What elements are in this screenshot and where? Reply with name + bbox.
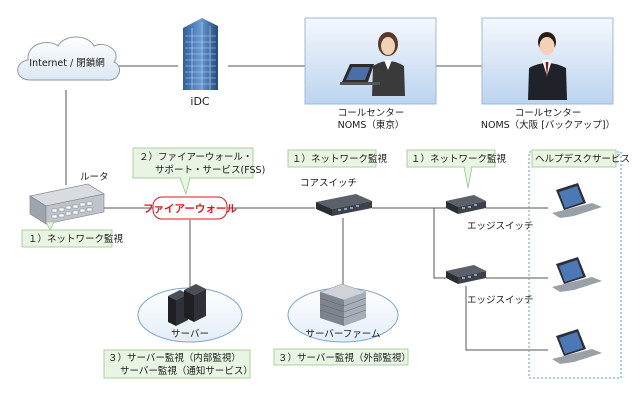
callout-fss-line2: サポート・サービス(FSS) bbox=[155, 165, 265, 176]
server-farm-group: サーバーファーム bbox=[287, 283, 399, 343]
callcenter-osaka-panel bbox=[481, 17, 614, 105]
callout-farm-monitor-text: ３）サーバー監視（外部監視） bbox=[278, 352, 411, 364]
operator-male-icon bbox=[528, 32, 567, 100]
callout-fss: ２）ファイアーウォール・ サポート・サービス(FSS) bbox=[132, 147, 265, 196]
callcenter-osaka-line2: NOMS（大阪 [バックアップ]） bbox=[481, 119, 615, 131]
connection-lines bbox=[65, 65, 548, 351]
firewall-node: ファイアーウォール bbox=[143, 196, 237, 220]
idc-building-icon bbox=[183, 18, 218, 90]
callout-server-monitor-line2: サーバー監視（通知サービス） bbox=[120, 365, 253, 377]
line-edge2-laptop3 bbox=[465, 286, 548, 351]
server-label: サーバー bbox=[171, 329, 209, 340]
server-farm-icon bbox=[319, 283, 367, 326]
callcenter-osaka-line1: コールセンター bbox=[515, 108, 582, 119]
callcenter-tokyo-panel bbox=[304, 17, 437, 105]
router-label: ルータ bbox=[80, 172, 109, 183]
callout-router-monitor: １）ネットワーク監視 bbox=[21, 221, 124, 248]
callcenter-tokyo-line2: NOMS（東京） bbox=[338, 119, 405, 131]
callout-core-monitor-text: １）ネットワーク監視 bbox=[292, 153, 388, 165]
laptop-icon bbox=[552, 329, 602, 364]
internet-cloud: Internet / 閉鎖網 bbox=[17, 36, 121, 81]
edge-switch-bottom-label: エッジスイッチ bbox=[467, 295, 534, 306]
callout-edge-monitor: １）ネットワーク監視 bbox=[406, 149, 507, 189]
firewall-label: ファイアーウォール bbox=[143, 203, 237, 215]
server-farm-label: サーバーファーム bbox=[305, 329, 380, 340]
helpdesk-label: ヘルプデスクサービス bbox=[535, 153, 630, 165]
callcenter-tokyo-line1: コールセンター bbox=[338, 108, 405, 119]
callout-fss-line1: ２）ファイアーウォール・ bbox=[139, 151, 252, 163]
callout-server-monitor: ３）サーバー監視（内部監視） サーバー監視（通知サービス） bbox=[103, 349, 253, 379]
edge-switch-top-label: エッジスイッチ bbox=[467, 221, 534, 232]
callout-core-monitor: １）ネットワーク監視 bbox=[287, 149, 388, 168]
helpdesk-zone: ヘルプデスクサービス bbox=[528, 149, 630, 379]
operator-female-icon bbox=[340, 32, 405, 96]
callout-server-monitor-line1: ３）サーバー監視（内部監視） bbox=[108, 352, 241, 364]
internet-label: Internet / 閉鎖網 bbox=[29, 57, 104, 69]
server-rack-icon bbox=[168, 284, 206, 326]
edge-switch-top-icon bbox=[446, 195, 486, 214]
callout-farm-monitor: ３）サーバー監視（外部監視） bbox=[273, 348, 411, 366]
server-group: サーバー bbox=[137, 284, 243, 343]
edge-switch-bottom-icon bbox=[446, 265, 486, 284]
laptop-icon bbox=[552, 183, 602, 218]
idc-label: iDC bbox=[190, 95, 210, 108]
line-edge-to-edge2 bbox=[433, 207, 446, 279]
callout-router-monitor-text: １）ネットワーク監視 bbox=[28, 233, 124, 245]
router-icon bbox=[28, 183, 106, 225]
laptop-icon bbox=[552, 257, 602, 292]
callout-edge-monitor-text: １）ネットワーク監視 bbox=[411, 153, 507, 165]
core-switch-label: コアスイッチ bbox=[300, 178, 357, 189]
core-switch-icon bbox=[316, 194, 372, 216]
